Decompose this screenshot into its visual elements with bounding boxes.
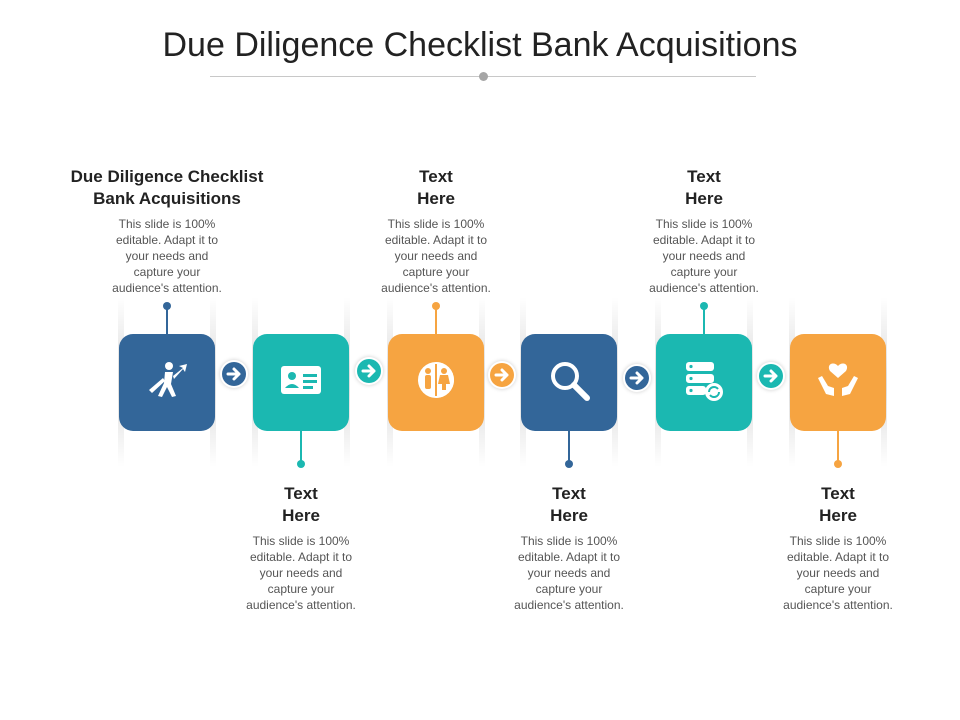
arrow-right-icon [220, 360, 248, 388]
slide-title: Due Diligence Checklist Bank Acquisition… [162, 26, 798, 64]
arrow-right-icon [355, 357, 383, 385]
step-heading-line2: Here [685, 189, 723, 208]
hands-heart-care-icon [814, 356, 862, 409]
step-box-5 [656, 334, 752, 431]
step-heading-line1: Text [821, 484, 855, 503]
step-heading-line1: Text [419, 167, 453, 186]
step-description: This slide is 100% editable. Adapt it to… [514, 534, 624, 612]
step-description: This slide is 100% editable. Adapt it to… [246, 534, 356, 612]
restroom-people-icon [412, 356, 460, 409]
arrow-right-icon [623, 364, 651, 392]
connector-dot [700, 302, 708, 310]
arrow-right-icon [757, 362, 785, 390]
connector-dot [163, 302, 171, 310]
connector-line [703, 306, 705, 334]
step-heading-line2: Here [550, 506, 588, 525]
database-sync-icon [680, 356, 728, 409]
step-description: This slide is 100% editable. Adapt it to… [649, 217, 759, 295]
connector-line [435, 306, 437, 334]
step-heading-line1: Text [687, 167, 721, 186]
connector-line [300, 431, 302, 463]
step-heading-line1: Due Diligence Checklist [70, 167, 264, 186]
step-heading-line1: Text [552, 484, 586, 503]
step-description: This slide is 100% editable. Adapt it to… [783, 534, 893, 612]
step-box-4 [521, 334, 617, 431]
step-box-1 [119, 334, 215, 431]
title-divider-dot [479, 72, 488, 81]
step-box-6 [790, 334, 886, 431]
step-heading-line2: Here [282, 506, 320, 525]
step-box-2 [253, 334, 349, 431]
magnifier-icon [545, 356, 593, 409]
step-box-3 [388, 334, 484, 431]
connector-dot [834, 460, 842, 468]
businessman-growth-arrow-icon [143, 356, 191, 409]
connector-dot [565, 460, 573, 468]
step-heading-line2: Here [417, 189, 455, 208]
step-heading-line2: Bank Acquisitions [93, 189, 241, 208]
connector-line [166, 306, 168, 334]
connector-line [568, 431, 570, 463]
connector-dot [432, 302, 440, 310]
connector-dot [297, 460, 305, 468]
step-description: This slide is 100% editable. Adapt it to… [381, 217, 491, 295]
step-description: This slide is 100% editable. Adapt it to… [112, 217, 222, 295]
connector-line [837, 431, 839, 463]
arrow-right-icon [488, 361, 516, 389]
step-heading-line1: Text [284, 484, 318, 503]
id-card-icon [277, 356, 325, 409]
step-heading-line2: Here [819, 506, 857, 525]
